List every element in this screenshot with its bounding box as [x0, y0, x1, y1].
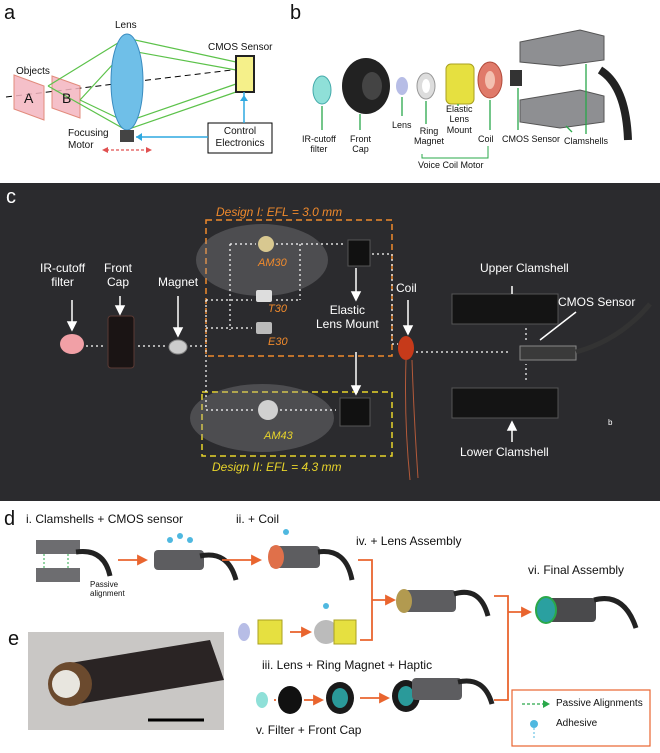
- am30-label: AM30: [258, 257, 287, 269]
- legend-adhesive-swatch: [530, 720, 538, 728]
- step-4-label: iv. + Lens Assembly: [356, 534, 462, 548]
- step-6-label: vi. Final Assembly: [528, 563, 625, 577]
- cable-shape: [597, 66, 632, 141]
- c-ir-filter-label: IR-cutoff filter: [40, 261, 86, 289]
- c-ir-filter: [60, 334, 84, 354]
- legend-adhesive-label: Adhesive: [556, 718, 598, 729]
- object-b-letter: B: [62, 90, 72, 106]
- focusing-motor-shape: [120, 130, 134, 142]
- dish-1: [196, 224, 328, 296]
- d-step2-body: [154, 550, 204, 570]
- step-3-label: iii. Lens + Ring Magnet + Haptic: [262, 658, 433, 672]
- cmos-sensor-label: CMOS Sensor: [208, 42, 273, 53]
- ray-bundle: [47, 37, 237, 131]
- panel-c-label: c: [6, 186, 16, 208]
- c-upper-clamshell: [451, 293, 559, 325]
- panel-a-label: a: [4, 2, 16, 24]
- legend-box: [511, 689, 651, 747]
- design-2-box: [201, 391, 393, 457]
- c-cmos-board: [519, 345, 577, 361]
- b-voice-coil-label: Voice Coil Motor: [418, 160, 484, 170]
- step-1-label: i. Clamshells + CMOS sensor: [26, 512, 184, 526]
- c-e30: [256, 322, 272, 334]
- c-b-mark: b: [608, 418, 613, 427]
- upper-clamshell-shape: [519, 29, 605, 67]
- cmos-module-shape: [510, 70, 522, 86]
- cmos-sensor-shape: [235, 55, 255, 93]
- c-lower-clamshell-label: Lower Clamshell: [460, 445, 549, 459]
- c-am30: [258, 236, 274, 252]
- b-clamshells-label: Clamshells: [564, 136, 609, 146]
- ir-filter-shape: [312, 75, 332, 105]
- d-mount: [257, 619, 283, 645]
- object-a-letter: A: [24, 90, 34, 106]
- design-2-label: Design II: EFL = 4.3 mm: [212, 460, 342, 474]
- c-coil: [398, 336, 414, 360]
- c-upper-clamshell-label: Upper Clamshell: [480, 261, 569, 275]
- control-electronics-label: Control Electronics: [215, 126, 265, 149]
- c-front-cap-label: Front Cap: [104, 261, 133, 289]
- legend-passive-label: Passive Alignments: [556, 698, 643, 709]
- b-front-cap-label: Front Cap: [350, 134, 372, 155]
- white-arrows: [66, 268, 577, 442]
- lens-label: Lens: [115, 20, 137, 31]
- step-5-label: v. Filter + Front Cap: [256, 723, 362, 737]
- b-lens-label: Lens: [392, 120, 412, 130]
- e-camera-body: [64, 640, 224, 704]
- c-cmos-sensor-label: CMOS Sensor: [558, 295, 636, 309]
- control-box: [207, 122, 273, 154]
- focusing-motor-label: Focusing Motor: [68, 128, 109, 151]
- b-ir-filter-label: IR-cutoff filter: [302, 134, 336, 155]
- t30-label: T30: [268, 303, 287, 315]
- panel-e-label: e: [8, 628, 20, 650]
- c-t30: [256, 290, 272, 302]
- c-am43: [258, 400, 278, 420]
- voice-coil-bracket: [421, 146, 489, 159]
- lower-clamshell-shape: [519, 89, 605, 129]
- c-mount-1: [347, 239, 371, 267]
- flow-lines: [86, 243, 527, 411]
- design-1-label: Design I: EFL = 3.0 mm: [216, 205, 343, 219]
- step-2-label: ii. + Coil: [236, 512, 280, 526]
- object-a: [13, 74, 45, 121]
- b-cmos-label: CMOS Sensor: [502, 134, 561, 144]
- passive-alignment-note: Passive alignment: [90, 580, 125, 599]
- panel-d-label: d: [4, 508, 16, 530]
- object-b: [51, 75, 81, 119]
- c-magnet: [168, 339, 188, 355]
- c-elastic-mount-label: Elastic Lens Mount: [316, 303, 379, 331]
- d-magnet-lens: [314, 620, 338, 644]
- lens-element-shape: [396, 77, 408, 95]
- d-upper-clamshell: [36, 540, 80, 554]
- c-magnet-label: Magnet: [158, 275, 199, 289]
- c-coil-label: Coil: [396, 281, 417, 295]
- panel-b-label: b: [290, 2, 302, 24]
- d-lens-assembly: [400, 590, 456, 612]
- b-elastic-mount-label: Elastic Lens Mount: [446, 104, 473, 135]
- process-arrows: [118, 554, 533, 706]
- c-lower-clamshell: [451, 387, 559, 419]
- callout-arrows: [321, 64, 587, 134]
- am43-label: AM43: [264, 430, 293, 442]
- c-front-cap: [107, 315, 135, 369]
- elastic-mount-shape: [445, 63, 475, 105]
- b-coil-label: Coil: [478, 134, 494, 144]
- e30-label: E30: [268, 336, 288, 348]
- c-mount-2: [339, 397, 371, 427]
- d-lower-clamshell: [36, 568, 80, 582]
- b-ring-magnet-label: Ring Magnet: [414, 126, 445, 147]
- design-1-box: [205, 219, 393, 357]
- objects-label: Objects: [16, 66, 50, 77]
- e-lens-face: [52, 670, 80, 698]
